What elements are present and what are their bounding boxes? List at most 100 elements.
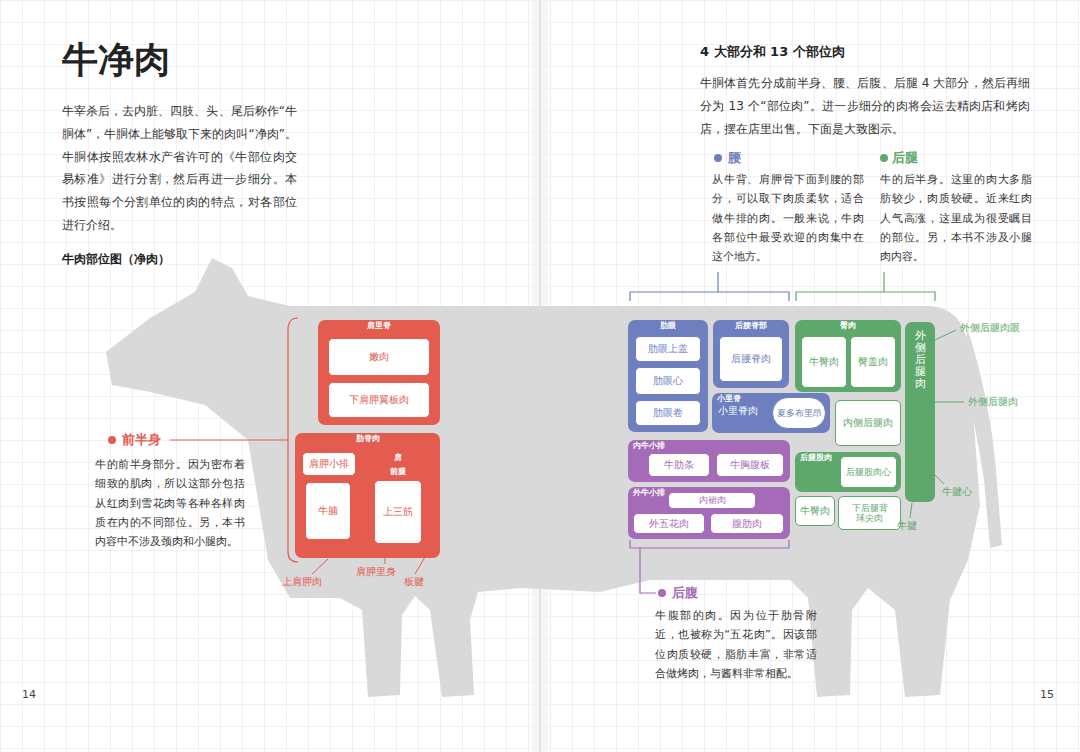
cut-group-box: 肋脊肉肩胛小排牛腩 肩前腿上三筋 [295, 433, 440, 558]
callout-body: 从牛背、肩胛骨下面到腰的部分，可以取下肉质柔软，适合做牛排的肉。一般来说，牛肉各… [712, 170, 864, 266]
page-number: 14 [22, 688, 52, 701]
intro-paragraph: 牛宰杀后，去内脏、四肢、头、尾后称作“牛胴体”，牛胴体上能够取下来的肉叫“净肉”… [62, 100, 297, 237]
callout-heading: 前半身 [122, 432, 202, 448]
cut-group-box: 肩前腿上三筋 [360, 452, 436, 554]
cut-name: 肋眼卷 [653, 407, 683, 419]
cut-name: 肋眼上盖 [648, 343, 688, 355]
group-heading: 肋眼 [628, 320, 708, 330]
cut-name: 肩胛小排 [309, 458, 349, 470]
cut-name: 臀盖肉 [858, 356, 888, 368]
callout-line [640, 548, 656, 593]
region-bracket [630, 540, 789, 548]
cut-box: 下后腿背球尖肉 [838, 496, 901, 530]
cut-group-box: 后腿股肉后腿股肉心 [795, 452, 901, 492]
callout-heading: 腰 [728, 150, 768, 166]
cut-group-box: 后腰脊部后腰脊肉 [713, 320, 789, 388]
callout-dot [880, 154, 888, 162]
cut-name: 球尖肉 [856, 513, 883, 523]
cut-box: 后腿股肉心 [840, 456, 897, 488]
cut-name: 上三筋 [383, 506, 413, 518]
cut-box: 牛腩 [305, 482, 351, 540]
cut-box: 肋眼卷 [635, 400, 701, 426]
callout-body: 牛的后半身。这里的肉大多脂肪较少，肉质较硬。近来红肉人气高涨，这里成为很受瞩目的… [880, 170, 1032, 266]
cut-box: 内侧后腿肉 [835, 400, 901, 446]
callout-dot [714, 154, 722, 162]
group-heading: 前腿 [367, 466, 429, 476]
cut-name: 牛肋条 [664, 459, 694, 471]
callout-body: 牛腹部的肉。因为位于肋骨附近，也被称为“五花肉”。因该部位肉质较硬，脂肪丰富，非… [655, 606, 817, 683]
cut-group-box: 肋眼肋眼上盖肋眼心肋眼卷 [628, 320, 708, 432]
leader-line [910, 503, 912, 518]
group-heading: 内牛小排 [628, 440, 790, 450]
callout-heading: 后腿 [892, 150, 952, 166]
cut-label: 外侧后腿肉 [968, 396, 1068, 408]
cut-box: 肩胛小排 [302, 452, 356, 476]
cut-group-box: 臀肉牛臀肉 臀盖肉 [795, 320, 901, 392]
group-heading: 肩 [360, 452, 436, 462]
cut-box: 上三筋 [374, 480, 422, 544]
cut-label: 牛腱 [897, 520, 937, 532]
cut-group-box: 小里脊小里脊肉夏多布里昂 [712, 393, 830, 433]
cut-box: 臀盖肉 [850, 336, 896, 388]
cut-box: 肋眼上盖 [635, 336, 701, 362]
cut-box: 内裙肉 [668, 492, 756, 509]
callout-body: 牛的前半身部分。因为密布着细致的肌肉，所以这部分包括从红肉到雪花肉等各种各样肉质… [95, 455, 245, 551]
cut-box: 肋眼心 [635, 367, 701, 395]
cut-name: 腹肋肉 [732, 518, 762, 530]
page-title: 牛净肉 [62, 40, 170, 80]
cut-name: 下肩胛翼板肉 [349, 394, 409, 406]
cut-box: 牛胸腹板 [716, 453, 784, 477]
cut-name: 牛臀肉 [809, 356, 839, 368]
cut-label: 牛腱心 [942, 486, 992, 498]
cut-name: 嫩肉 [369, 351, 389, 363]
cut-name: 牛臀肉 [800, 505, 830, 517]
cut-box: 腹肋肉 [710, 513, 784, 534]
callout-heading: 后腹 [672, 585, 732, 601]
cut-name: 内裙肉 [699, 495, 726, 505]
group-heading: 臀肉 [795, 320, 901, 330]
callout-line [717, 272, 718, 292]
region-bracket [630, 292, 789, 301]
cut-name: 后腿股肉心 [846, 467, 891, 477]
cut-name: 肋眼心 [653, 375, 683, 387]
cut-group-box: 肩里脊嫩肉下肩胛翼板肉 [318, 320, 440, 425]
section-heading: 牛肉部位图（净肉） [62, 252, 262, 268]
callout-dot [108, 436, 116, 444]
cut-box: 下肩胛翼板肉 [328, 382, 430, 418]
cut-pill: 夏多布里昂 [772, 397, 826, 429]
cut-group-box: 前腿上三筋 [367, 466, 429, 550]
cut-name: 后腰脊肉 [731, 353, 771, 365]
leader-line [935, 330, 956, 340]
cut-name: 下后腿背 [852, 503, 888, 513]
leader-line [935, 402, 964, 403]
cut-box: 牛臀肉 [801, 336, 847, 388]
cut-name: 牛腩 [318, 505, 338, 517]
cut-label: 上肩胛肉 [282, 576, 342, 588]
cut-box: 外五花肉 [633, 513, 705, 534]
group-heading: 肩里脊 [318, 320, 440, 330]
cut-box: 嫩肉 [328, 338, 430, 376]
cut-strip: 外侧后腿肉 [905, 322, 935, 502]
group-heading: 后腰脊部 [713, 320, 789, 330]
group-heading: 肋脊肉 [295, 433, 440, 443]
intro-paragraph: 牛胴体首先分成前半身、腰、后腹、后腿 4 大部分，然后再细分为 13 个“部位肉… [700, 72, 1030, 140]
cut-name: 内侧后腿肉 [843, 417, 893, 429]
callout-line [883, 272, 884, 292]
callout-line [170, 439, 288, 440]
leader-line [415, 557, 425, 574]
cut-group-box: 外牛小排内裙肉外五花肉腹肋肉 [628, 487, 790, 539]
cut-name: 牛胸腹板 [730, 459, 770, 471]
cut-label: 板腱 [404, 576, 444, 588]
leader-line [312, 559, 328, 574]
page-number: 15 [1040, 688, 1070, 701]
cut-box: 牛臀肉 [795, 496, 835, 526]
region-bracket [796, 292, 935, 301]
cut-box: 牛肋条 [648, 453, 710, 477]
callout-dot [658, 589, 666, 597]
cut-name: 外五花肉 [649, 518, 689, 530]
cut-group-box: 内牛小排牛肋条 牛胸腹板 [628, 440, 790, 482]
cut-name: 夏多布里昂 [777, 408, 822, 418]
